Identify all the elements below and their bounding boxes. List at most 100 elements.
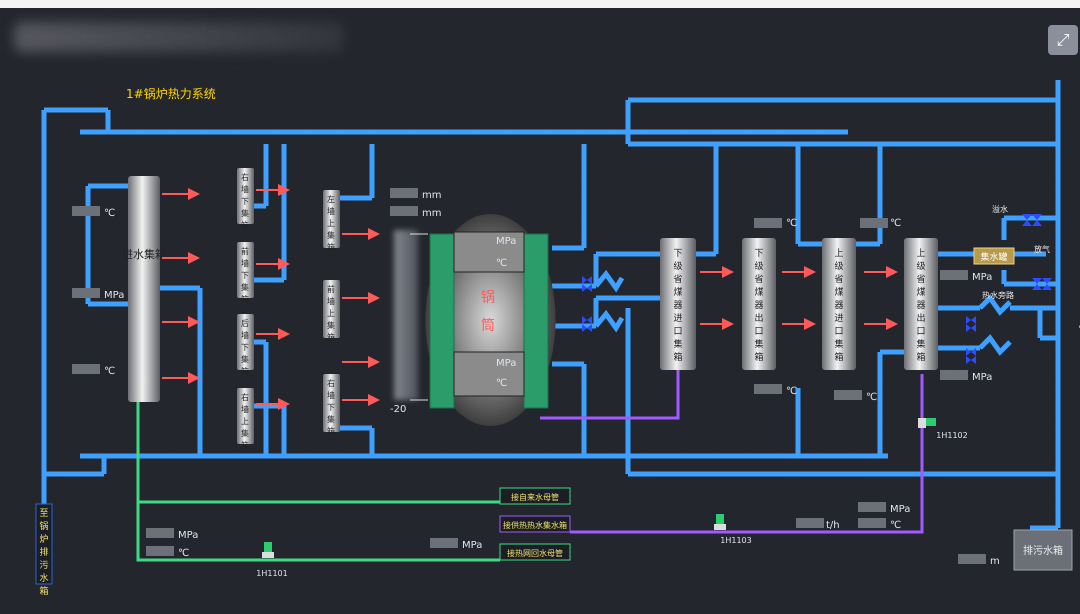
vertical-header-label: 后墙下集箱 [241, 318, 249, 376]
inlet-press-unit: MPa [104, 290, 124, 301]
green-pipe-network [136, 402, 500, 562]
drum-label-bottom: 筒 [481, 317, 495, 334]
scada-screen: 进水集箱 右墙下集箱 [0, 8, 1080, 614]
vent-pipe [1001, 270, 1058, 287]
drum-left-wall [429, 233, 455, 409]
left-loop-pipe [41, 120, 107, 477]
economizer-headers: 下级省煤器进口集箱 下级省煤器出口集箱 上级省煤器进口集箱 上级省煤器出口集箱 [660, 238, 938, 370]
pipe-u2 [340, 425, 375, 456]
left-top-pipe [41, 107, 111, 132]
collector-tank: 集水罐 [973, 247, 1015, 265]
flow-unit: t/h [826, 520, 840, 531]
inlet-header-label: 进水集箱 [122, 247, 166, 261]
eco-lower-inlet-header: 下级省煤器进口集箱 [660, 238, 696, 370]
overflow-label: 溢水 [992, 204, 1008, 214]
blue-pipe-network [41, 80, 1061, 531]
chevron-left-icon[interactable]: 〈 [1066, 310, 1080, 342]
drum-top-temp-unit: ℃ [496, 258, 507, 269]
inlet-flow-arrows [162, 184, 898, 410]
drum-upper-outlet [552, 269, 625, 293]
vertical-header-label: 上级省煤器进口集箱 [834, 248, 843, 363]
boiler-thermal-diagram: 进水集箱 右墙下集箱 [35, 80, 1073, 597]
expand-icon[interactable]: ⤢ [1048, 25, 1078, 55]
inlet-left-loop [85, 183, 128, 307]
header-right-wall-lower: 右墙下集箱 [237, 168, 254, 230]
valves [582, 214, 1052, 364]
meter-1h1101[interactable] [262, 542, 274, 558]
bottom-press-unit: MPa [178, 530, 198, 541]
drum-top-pressure-unit: MPa [496, 236, 516, 247]
drain-pipe [1030, 474, 1061, 531]
bypass-right [1010, 305, 1058, 341]
mid-press-unit: MPa [462, 540, 482, 551]
bypass-valve-2-icon[interactable] [966, 348, 976, 364]
inlet-right-pipe [160, 285, 203, 456]
eco-right-pipe [856, 144, 883, 247]
overflow-valve-icon[interactable] [1022, 214, 1042, 226]
pipe-d3 [254, 339, 269, 456]
header-right-wall-upper: 右墙上集箱 [237, 388, 254, 450]
blurred-header-title [14, 22, 344, 52]
vertical-header-label: 左墙上集箱 [327, 194, 335, 252]
boiler-drum: MPa ℃ MPa ℃ 锅 筒 [425, 214, 556, 426]
vent-label: 放气 [1034, 244, 1050, 254]
bypass-valve-1-icon[interactable] [966, 316, 976, 332]
header-right-wall-lower-2: 右墙下集箱 [323, 374, 340, 436]
header-front-wall-upper: 前墙上集箱 [323, 280, 340, 342]
bottom-temp-unit: ℃ [178, 548, 189, 559]
meter-1h1103[interactable] [714, 514, 726, 530]
eco-upper-inlet-header: 上级省煤器进口集箱 [822, 238, 856, 370]
drum-outlet-valve-icon[interactable] [582, 276, 592, 292]
eco-lower-outlet-header: 下级省煤器出口集箱 [742, 238, 776, 370]
level-scale-label: -20 [390, 404, 406, 415]
tag-1h1102: 1H1102 [936, 431, 967, 440]
drum-mid-outlet [552, 309, 625, 333]
tank-level-unit: m [990, 556, 1000, 567]
inlet-header: 进水集箱 [122, 176, 166, 402]
eco-temp3-unit: ℃ [786, 386, 797, 397]
vertical-header-label: 右墙上集箱 [241, 392, 249, 450]
level1-unit: mm [422, 190, 441, 201]
svg-text:集水罐: 集水罐 [980, 251, 1007, 263]
tap-water-label: 接自来水母管 [511, 492, 559, 502]
drum-bottom-reading-box [453, 351, 525, 397]
drum-to-eco1 [593, 144, 719, 286]
drum-label-top: 锅 [481, 290, 495, 306]
bypass-outlet-1 [938, 294, 1012, 316]
eco-temp1-unit: ℃ [786, 218, 797, 229]
eco-feed-pipe [593, 295, 664, 326]
eco-right-low [877, 349, 904, 456]
pipe-d1 [254, 144, 269, 209]
pipe-d2 [254, 144, 287, 283]
level2-unit: mm [422, 208, 441, 219]
eco-press2-unit: MPa [972, 372, 992, 383]
return-label-box [499, 543, 571, 561]
vertical-header-label: 前墙下集箱 [241, 246, 249, 304]
inlet-temp-unit: ℃ [104, 208, 115, 219]
vertical-header-label: 前墙上集箱 [327, 284, 335, 342]
flow-meters [262, 418, 936, 558]
header-front-wall-lower: 前墙下集箱 [237, 242, 254, 304]
vertical-header-label: 右墙下集箱 [241, 172, 249, 230]
drum-right-wall [523, 233, 549, 409]
supply-label-box [499, 515, 571, 533]
level-gauge-column [394, 230, 418, 400]
return-water-pipe [136, 402, 500, 562]
vertical-header-label: 至锅炉排污水箱 [39, 508, 48, 597]
wall-headers: 右墙下集箱 前墙下集箱 后墙下集箱 右墙上集箱 左墙上集箱 前墙上集箱 [237, 168, 340, 450]
vent-valve-icon[interactable] [1032, 278, 1052, 290]
reading-boxes: ℃ MPa ℃ mm mm ℃ ℃ ℃ ℃ MPa MPa t/h MPa [72, 188, 1000, 567]
supply-label: 接供热热水集水箱 [503, 520, 567, 530]
header-left-wall-upper: 左墙上集箱 [323, 190, 340, 252]
tap-water-label-box [499, 487, 571, 505]
diagram-title: 1#锅炉热力系统 [126, 87, 216, 101]
drum-mid-valve-icon[interactable] [582, 316, 592, 332]
browser-top-strip [0, 0, 1080, 8]
meter-1h1102[interactable] [918, 418, 936, 428]
eco-temp2-unit: ℃ [890, 218, 901, 229]
vertical-header-label: 右墙下集箱 [327, 378, 335, 436]
pipe-u1 [340, 144, 375, 201]
eco-up-pipe [795, 144, 824, 247]
pipe-d4 [254, 403, 287, 456]
inlet-temp2-unit: ℃ [104, 366, 115, 377]
